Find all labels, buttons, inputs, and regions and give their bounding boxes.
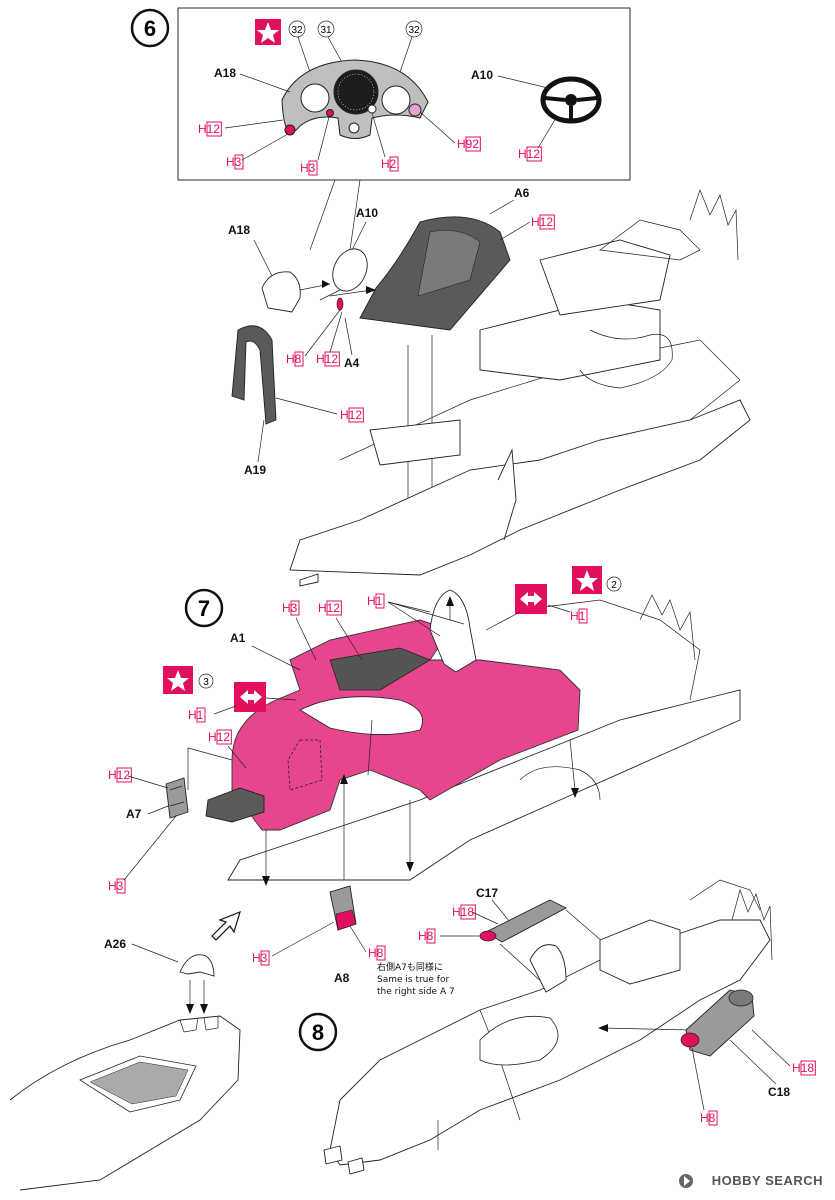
svg-text:7: 7 [198, 596, 210, 621]
color-h3: H3 [226, 155, 242, 169]
step-7-badge: 7 [184, 588, 224, 628]
decal-number-31: 31 [320, 25, 332, 36]
star-decal-icon-left [163, 666, 193, 694]
color-h18-c18: H18 [792, 1061, 814, 1075]
part-label-a10: A10 [471, 68, 493, 82]
part-a8 [329, 885, 357, 931]
note-line-2: the right side A 7 [377, 987, 455, 997]
color-h1-left: H1 [188, 708, 204, 722]
front-bulkhead-part [205, 787, 265, 823]
part-label-a1: A1 [230, 631, 246, 645]
decal-number-32b: 32 [408, 25, 420, 36]
part-label-a18: A18 [214, 66, 236, 80]
dashboard-part [281, 59, 429, 139]
star-decal-icon [255, 19, 281, 45]
decal-direction-icon-left [234, 682, 266, 712]
color-h3-s7: H3 [282, 601, 298, 615]
svg-text:6: 6 [144, 16, 156, 41]
step-8-badge: 8 [298, 1012, 338, 1052]
inset-leader [309, 179, 336, 251]
color-h12: H12 [198, 122, 220, 136]
right-side-note: 右側A7も同様に Same is true for the right side… [377, 962, 455, 998]
color-h92: H92 [457, 137, 479, 151]
color-h8: H8 [286, 352, 302, 366]
color-h3-a8: H3 [252, 951, 268, 965]
cockpit-detail-view [9, 1015, 241, 1191]
color-h1-s7: H1 [367, 594, 383, 608]
color-h3-a7: H3 [108, 879, 124, 893]
color-h12-wheel: H12 [518, 147, 540, 161]
color-h18-c17: H18 [452, 905, 474, 919]
svg-text:8: 8 [312, 1020, 324, 1045]
detail-inset-box [177, 7, 631, 181]
steering-wheel-part [540, 76, 602, 124]
part-label-a4: A4 [344, 356, 360, 370]
car-step-8 [323, 879, 773, 1175]
seat-bracket-a19 [231, 325, 277, 425]
part-label-a18-b: A18 [228, 223, 250, 237]
color-h12-nose: H12 [208, 730, 230, 744]
roll-hoop [429, 589, 477, 673]
color-h2: H2 [381, 157, 397, 171]
color-h3-b: H3 [300, 161, 316, 175]
color-h12-s7: H12 [318, 601, 340, 615]
decal-number-3: 3 [203, 677, 209, 688]
color-h8-c18: H8 [700, 1111, 716, 1125]
color-h8-c17: H8 [418, 929, 434, 943]
color-h12-a7: H12 [108, 768, 130, 782]
direction-arrow-icon [211, 910, 241, 941]
part-c18 [680, 989, 755, 1057]
note-line-1: Same is true for [377, 975, 450, 985]
dash-bracket-part [261, 271, 301, 313]
color-h1-right: H1 [570, 609, 586, 623]
brand-watermark: HOBBY SEARCH [711, 1173, 823, 1188]
decal-direction-icon-right [515, 584, 547, 614]
color-h12-seat: H12 [531, 215, 553, 229]
part-c17 [479, 899, 567, 943]
star-decal-icon-right [572, 566, 602, 594]
part-label-a8: A8 [334, 971, 350, 985]
decal-number-2: 2 [611, 580, 617, 591]
part-label-a26: A26 [104, 937, 126, 951]
chassis-step-7 [227, 594, 741, 881]
hobby-search-logo-icon [679, 1174, 693, 1188]
chassis-step-6 [289, 188, 751, 587]
decal-number-32: 32 [291, 25, 303, 36]
part-a26 [179, 954, 215, 977]
color-h8-a8: H8 [368, 946, 384, 960]
color-h12-d: H12 [340, 408, 362, 422]
steering-wheel-side [319, 248, 368, 301]
part-label-a19: A19 [244, 463, 266, 477]
part-label-c17: C17 [476, 886, 498, 900]
part-a7 [165, 777, 189, 819]
part-label-a10-b: A10 [356, 206, 378, 220]
part-label-a7: A7 [126, 807, 142, 821]
seat-part-a6 [359, 216, 511, 331]
step-6-badge: 6 [130, 8, 170, 48]
part-label-a6: A6 [514, 186, 530, 200]
color-h12-c: H12 [316, 352, 338, 366]
note-japanese: 右側A7も同様に [377, 963, 443, 973]
body-cowl-a1 [231, 619, 581, 831]
part-label-c18: C18 [768, 1085, 790, 1099]
